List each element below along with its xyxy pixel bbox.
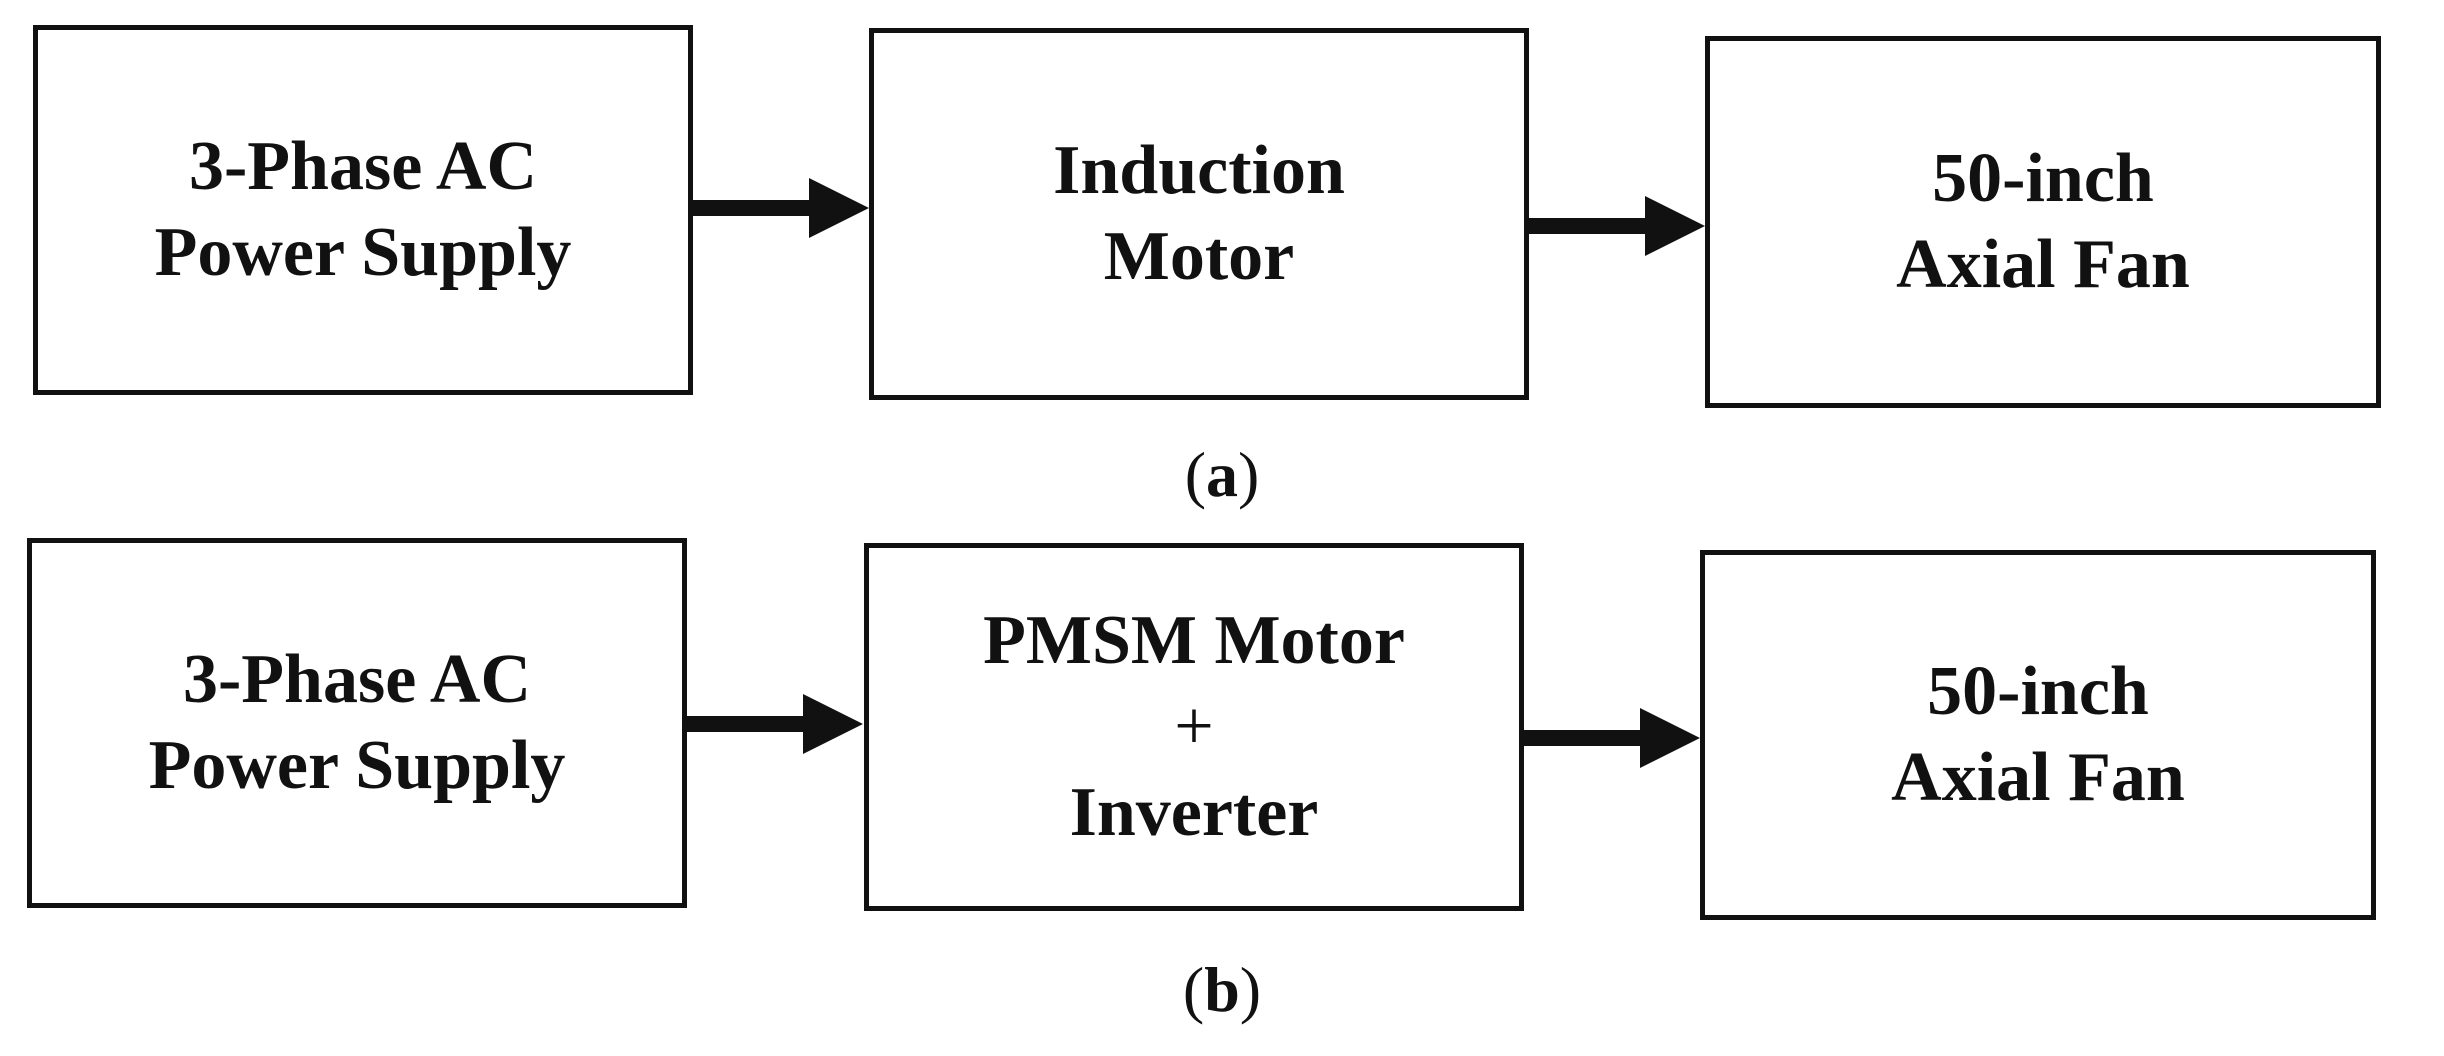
panel-b-caption: (b) — [1122, 955, 1322, 1025]
block-label-line: 3-Phase AC — [188, 128, 538, 205]
caption-paren: ) — [1239, 954, 1262, 1025]
panel-b-power-supply-block: 3-Phase AC Power Supply — [27, 538, 687, 908]
panel-a-power-supply-block: 3-Phase AC Power Supply — [33, 25, 693, 395]
panel-a-caption: (a) — [1122, 440, 1322, 510]
panel-a-induction-motor-block: Induction Motor — [869, 28, 1529, 400]
block-label-line: 3-Phase AC — [182, 641, 532, 718]
arrow-head — [1640, 708, 1700, 768]
caption-letter: a — [1206, 439, 1238, 510]
panel-b-arrow-2 — [1524, 708, 1700, 768]
block-label-line: Induction — [1053, 132, 1345, 209]
block-label-line: Power Supply — [154, 214, 572, 291]
caption-paren: ) — [1238, 439, 1260, 510]
block-label-line: 50-inch — [1932, 140, 2154, 217]
arrow-shaft — [1524, 730, 1644, 746]
block-label-line: Inverter — [1069, 774, 1319, 851]
panel-b-axial-fan-block: 50-inch Axial Fan — [1700, 550, 2376, 920]
arrow-head — [1645, 196, 1705, 256]
panel-a-arrow-1 — [693, 178, 869, 238]
arrow-shaft — [687, 716, 807, 732]
arrow-head — [809, 178, 869, 238]
block-label-line: Power Supply — [148, 727, 566, 804]
arrow-shaft — [1529, 218, 1649, 234]
block-label-line: Motor — [1103, 218, 1295, 295]
panel-a-axial-fan-block: 50-inch Axial Fan — [1705, 36, 2381, 408]
caption-paren: ( — [1184, 439, 1206, 510]
caption-letter: b — [1204, 954, 1240, 1025]
block-label-line: 50-inch — [1927, 653, 2149, 730]
block-label-plus: + — [1174, 688, 1214, 765]
arrow-head — [803, 694, 863, 754]
panel-a-arrow-2 — [1529, 196, 1705, 256]
arrow-shaft — [693, 200, 813, 216]
block-label-line: PMSM Motor — [983, 602, 1405, 679]
caption-paren: ( — [1182, 954, 1205, 1025]
panel-b-pmsm-inverter-block: PMSM Motor + Inverter — [864, 543, 1524, 911]
block-label-line: Axial Fan — [1896, 226, 2190, 303]
panel-b-arrow-1 — [687, 694, 863, 754]
block-label-line: Axial Fan — [1891, 739, 2185, 816]
